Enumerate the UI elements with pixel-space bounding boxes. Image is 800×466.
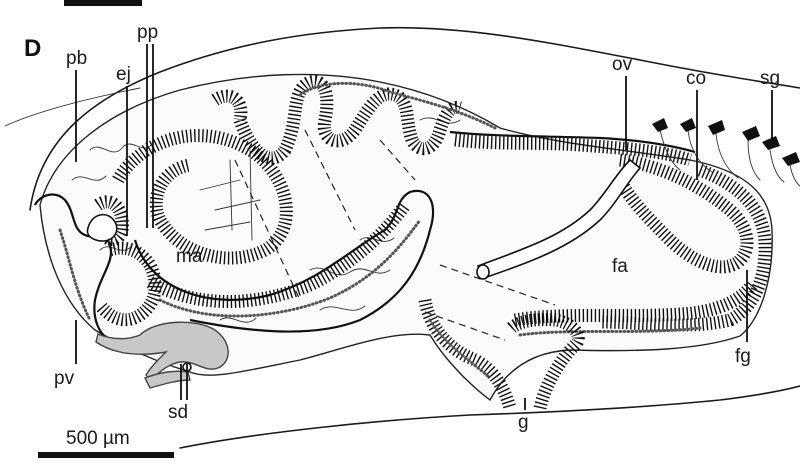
long-duct-epithelium — [454, 133, 693, 167]
label-co: co — [686, 68, 706, 89]
penis-papilla — [94, 195, 129, 246]
long-duct-edge — [449, 130, 696, 154]
body-outline — [29, 26, 800, 211]
connective-tissue-texture — [71, 117, 461, 323]
label-pp: pp — [137, 22, 158, 43]
previous-panel-scale-bar — [64, 0, 142, 6]
scale-bar-label: 500 µm — [66, 428, 130, 449]
label-sg: sg — [760, 68, 780, 89]
section-plane-lines — [234, 129, 556, 341]
leader-pp — [146, 44, 154, 228]
penis-bulb-dots — [58, 228, 92, 322]
ma-dots — [158, 218, 422, 318]
fa-floor-dots — [518, 326, 702, 337]
oviduct-tube-end — [476, 264, 490, 280]
ejaculatory-duct-loop — [86, 213, 118, 242]
label-ma: ma — [176, 246, 203, 267]
sperm-duct-tube — [144, 370, 191, 389]
leader-sd — [180, 364, 188, 400]
fa-outer-epithelium — [599, 163, 772, 332]
body-outline-ventral — [179, 385, 800, 449]
label-sd: sd — [168, 402, 188, 423]
label-ov: ov — [612, 54, 633, 75]
ma-epithelium-lower — [146, 201, 411, 308]
seminal-glands — [652, 118, 800, 187]
label-ej: ej — [116, 64, 131, 85]
body-outline-dorsal-inner — [4, 87, 141, 127]
panel-letter: D — [24, 35, 41, 62]
label-pb: pb — [66, 48, 87, 69]
label-fg: fg — [735, 346, 751, 367]
label-pv: pv — [54, 368, 75, 389]
scale-bar — [38, 452, 174, 458]
label-fa: fa — [612, 256, 628, 277]
genital-pore-epithelium — [418, 298, 585, 410]
upper-folds-epithelium — [211, 74, 462, 165]
oviduct-tube — [476, 158, 642, 279]
label-g: g — [518, 412, 529, 433]
upper-folds-dots — [298, 81, 497, 130]
penis-bulb-inner — [94, 241, 162, 327]
genital-pore-dots — [428, 318, 492, 380]
